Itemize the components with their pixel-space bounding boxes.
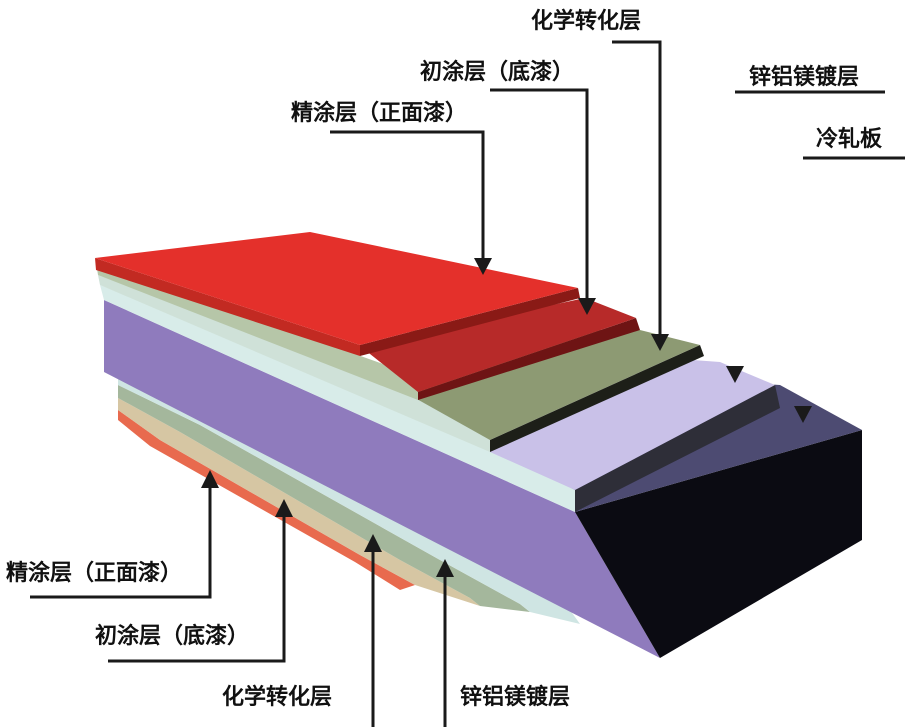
chemical-end-face [490,345,704,452]
leader-top-topcoat [330,130,485,258]
arrow-bottom-primer [275,499,293,517]
label-top-zinc-aluminum-magnesium: 锌铝镁镀层 [749,64,860,90]
zinc-end-face [575,385,780,512]
topcoat-top-face [95,232,578,345]
chemical-front-face [98,275,490,452]
bottom-leader-lines [30,487,447,727]
bottom-topcoat-edge [118,410,415,590]
bottom-arrowheads [201,470,454,577]
topcoat-layer [95,232,580,356]
arrow-bottom-topcoat [201,470,219,488]
arrow-top-cold-rolled [794,406,812,423]
primer-front-face [96,262,418,400]
leader-top-primer [490,88,589,300]
cold-rolled-end-face [575,430,862,658]
cold-rolled-front-face [104,300,660,658]
topcoat-front-face [95,258,360,356]
bottom-primer-edge [118,398,480,606]
label-top-chemical-conversion: 化学转化层 [531,8,642,34]
label-bottom-chemical-conversion: 化学转化层 [222,684,333,710]
arrow-top-zinc [726,366,744,383]
leader-top-chemical [612,40,662,335]
primer-layer [96,262,640,400]
leader-bottom-primer [108,515,286,663]
label-bottom-topcoat: 精涂层（正面漆） [6,560,183,586]
label-top-primer: 初涂层（底漆） [420,59,575,85]
zinc-front-face [100,285,575,512]
label-top-cold-rolled: 冷轧板 [816,126,883,152]
top-arrowheads [474,258,812,423]
bottom-chemical-edge [118,385,530,612]
label-bottom-primer: 初涂层（底漆） [95,623,250,649]
primer-top-face [360,298,636,392]
label-bottom-zinc-aluminum-magnesium: 锌铝镁镀层 [460,684,571,710]
arrow-bottom-zinc [436,559,454,577]
arrow-bottom-chemical [364,534,382,552]
topcoat-end-face [360,288,580,356]
label-top-topcoat: 精涂层（正面漆） [291,100,468,126]
top-leader-lines [330,40,905,335]
primer-end-face [418,318,640,400]
arrow-top-topcoat [474,258,492,275]
arrow-top-chemical [651,334,669,351]
arrow-top-primer [578,298,596,315]
leader-bottom-topcoat [30,487,212,599]
